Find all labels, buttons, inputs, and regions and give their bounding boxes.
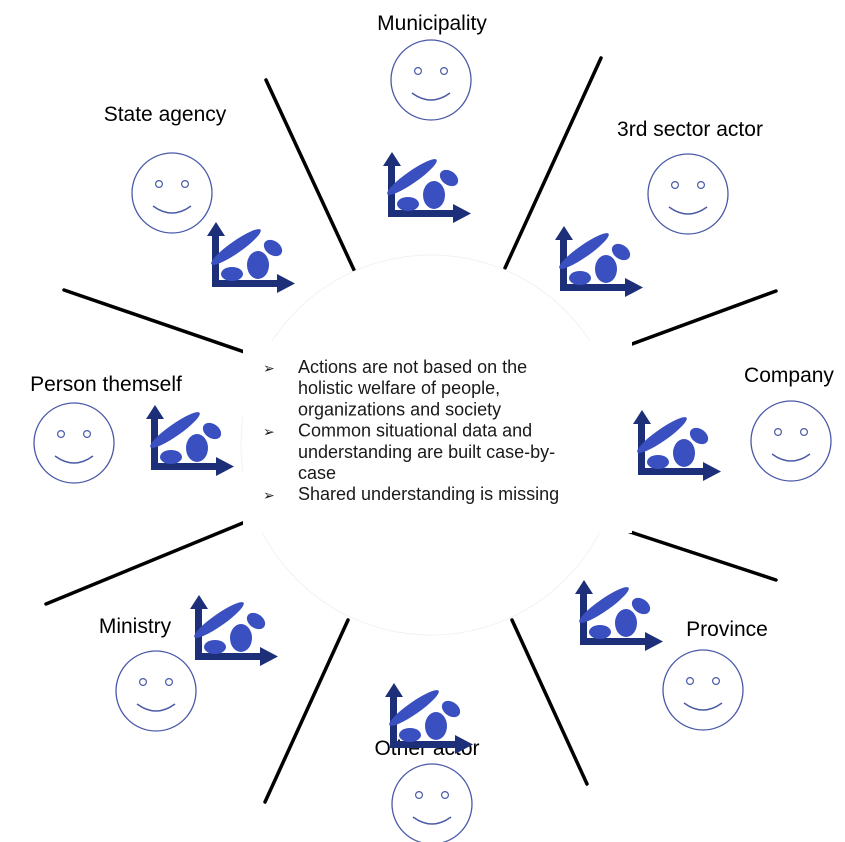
smiley-face-icon [391,763,473,842]
actor-label-third-sector: 3rd sector actor [617,118,763,141]
bullet-text-line: holistic welfare of people, [298,378,500,398]
actor-municipality: Municipality [377,12,487,223]
arrowhead-bullet-icon: ➢ [263,425,275,441]
divider-line [62,288,264,360]
data-chart-icon [190,595,278,666]
data-chart-icon [575,580,663,651]
divider-line [44,516,257,606]
actor-label-person: Person themself [30,373,182,396]
smiley-face-icon [750,400,832,482]
data-chart-icon [633,410,721,481]
actor-person: Person themself [30,373,234,484]
bullet-text-line: organizations and society [298,399,501,419]
actor-company: Company [633,364,834,482]
actor-label-state-agency: State agency [104,103,227,126]
data-chart-icon [207,222,295,293]
divider-line [510,618,589,786]
bullet-text-line: case [298,463,336,483]
actor-third-sector: 3rd sector actor [555,118,763,297]
arrowhead-bullet-icon: ➢ [263,488,275,504]
divider-line [263,618,350,804]
center-text-box [243,341,632,533]
actor-label-ministry: Ministry [99,615,172,638]
bullet-text-line: understanding are built case-by- [298,442,555,462]
smiley-face-icon [131,152,213,234]
smiley-face-icon [115,650,197,732]
actor-province: Province [575,580,768,731]
smiley-face-icon [33,402,115,484]
smiley-face-icon [647,153,729,235]
actor-label-company: Company [744,364,834,387]
data-chart-icon [555,226,643,297]
smiley-face-icon [390,39,472,121]
divider-line [503,56,603,270]
data-chart-icon [385,683,473,754]
actor-label-province: Province [686,618,768,641]
actor-label-municipality: Municipality [377,12,487,35]
divider-line [264,78,356,272]
actor-ministry: Ministry [99,595,278,732]
arrowhead-bullet-icon: ➢ [263,361,275,377]
actor-other-actor: Other actor [374,683,480,842]
bullet-text-line: Shared understanding is missing [298,484,559,504]
actor-state-agency: State agency [104,103,295,293]
bullet-text-line: Actions are not based on the [298,357,527,377]
data-chart-icon [146,405,234,476]
data-chart-icon [383,152,471,223]
smiley-face-icon [662,649,744,731]
bullet-text-line: Common situational data and [298,421,532,441]
divider-lines [44,56,778,804]
